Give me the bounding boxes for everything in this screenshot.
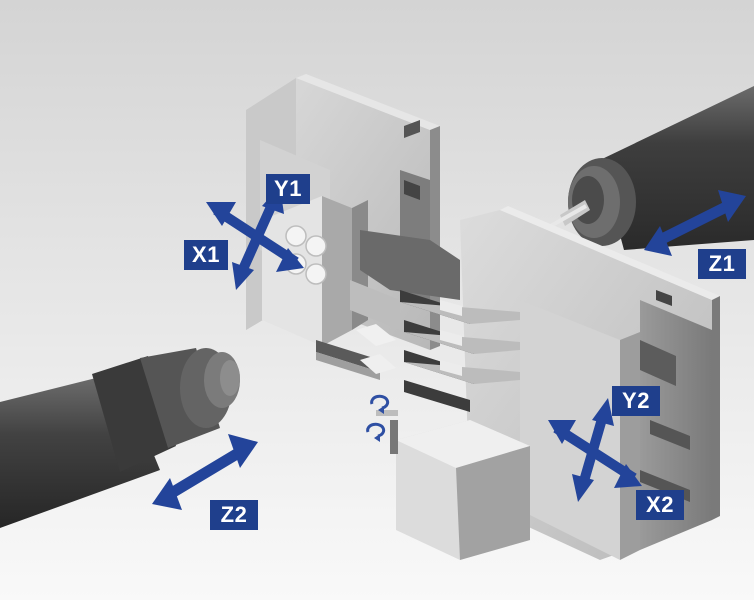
tool-slides (400, 290, 520, 412)
label-z2: Z2 (210, 500, 258, 530)
z1-arrow (644, 190, 746, 256)
left-spindle (0, 348, 240, 528)
label-y2: Y2 (612, 386, 660, 416)
bottom-block (376, 410, 530, 560)
x2-y2-arrows (548, 398, 642, 502)
z2-arrow (152, 434, 258, 510)
label-x1: X1 (184, 240, 228, 270)
label-y1: Y1 (266, 174, 310, 204)
tool-rack (316, 230, 460, 380)
rotation-arrows (366, 394, 390, 438)
label-z1: Z1 (698, 249, 746, 279)
label-x2: X2 (636, 490, 684, 520)
